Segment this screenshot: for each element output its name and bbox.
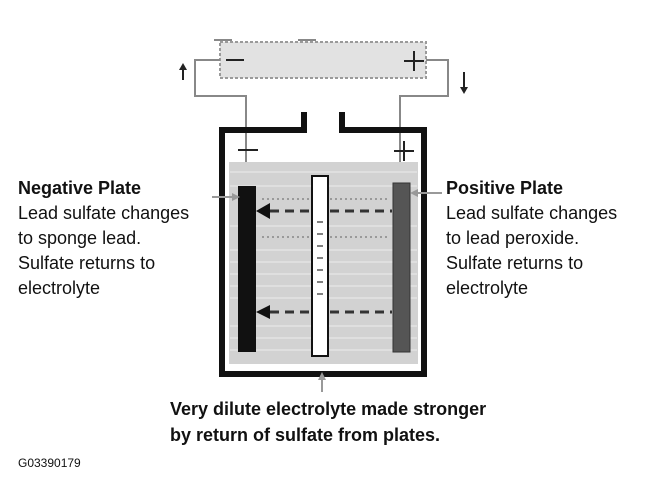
positive-plate-desc-line: to lead peroxide. <box>446 228 580 248</box>
caption-line: by return of sulfate from plates. <box>170 425 441 445</box>
negative-plate-desc-line: Sulfate returns to <box>18 253 156 273</box>
negative-plate-desc-line: electrolyte <box>18 278 101 298</box>
positive-terminal-plus-sign <box>394 141 414 161</box>
separator-hatching <box>317 221 323 295</box>
positive-plate-desc-line: electrolyte <box>446 278 529 298</box>
separator <box>311 175 329 357</box>
positive-plate-desc-line: Lead sulfate changes <box>446 203 618 223</box>
positive-plate-desc-line: Sulfate returns to <box>446 253 584 273</box>
negative-plate <box>238 186 256 352</box>
negative-plate-desc-line: to sponge lead. <box>18 228 142 248</box>
negative-wire <box>194 59 247 186</box>
positive-plate-title: Positive Plate <box>446 178 564 198</box>
positive-plate <box>392 182 411 353</box>
positive-wire <box>399 59 449 186</box>
electrolyte-leader <box>318 372 326 392</box>
figure-id: G03390179 <box>18 456 81 470</box>
sulfate-arrow-lower <box>256 305 392 319</box>
electrolyte-caption: Very dilute electrolyte made stronger by… <box>170 396 640 448</box>
circuit-wires <box>194 59 449 186</box>
negative-plate-leader <box>212 193 240 201</box>
sulfate-dotted-lines <box>262 198 390 238</box>
negative-plate-desc-line: Lead sulfate changes <box>18 203 190 223</box>
positive-plate-leader <box>410 189 442 197</box>
sulfate-arrow-upper <box>256 203 392 219</box>
current-up-arrow-icon <box>179 63 187 80</box>
negative-plate-title: Negative Plate <box>18 178 142 198</box>
positive-plate-label: Positive Plate Lead sulfate changes to l… <box>446 176 656 301</box>
charger-source <box>214 39 427 79</box>
charger-body <box>219 41 427 79</box>
current-down-arrow-icon <box>460 72 468 94</box>
caption-line: Very dilute electrolyte made stronger <box>170 399 487 419</box>
negative-plate-label: Negative Plate Lead sulfate changes to s… <box>18 176 223 301</box>
